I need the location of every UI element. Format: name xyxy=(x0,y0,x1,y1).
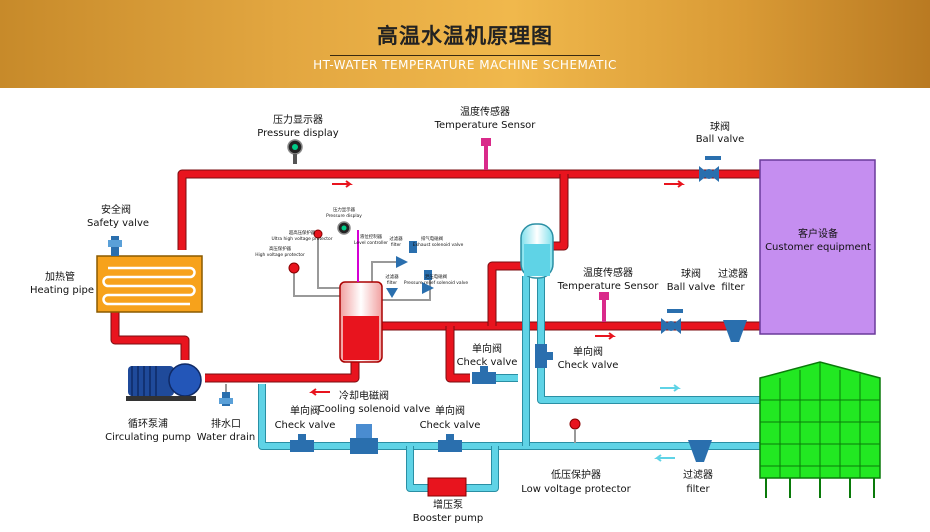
label-booster-pump-en: Booster pump xyxy=(413,513,483,524)
label-filter-low-en: filter xyxy=(686,484,710,495)
low-voltage-protector-icon xyxy=(569,418,581,443)
tank-instrument-labels: 压力显示器 Pressure display 超高压保护器 Ultra high… xyxy=(255,206,468,286)
tank-label-ultra-cn: 超高压保护器 xyxy=(289,229,316,236)
flow-arrows xyxy=(309,180,685,462)
label-check-valve-right-en: Check valve xyxy=(558,360,619,371)
tank-label-filter-lower-cn: 过滤器 xyxy=(385,273,399,280)
high-voltage-protector-icon xyxy=(288,262,300,274)
label-temp-sensor-mid-cn: 温度传感器 xyxy=(583,266,633,279)
label-check-valve-right-cn: 单向阀 xyxy=(573,345,603,358)
label-check-valve-low-right-cn: 单向阀 xyxy=(435,404,465,417)
pressure-display-gauge-icon xyxy=(287,139,303,164)
label-filter-mid-cn: 过滤器 xyxy=(718,267,748,280)
label-check-valve-low-left-en: Check valve xyxy=(275,420,336,431)
label-circulating-pump-en: Circulating pump xyxy=(105,432,191,443)
tank-label-pressure-en: Pressure display xyxy=(326,213,362,219)
booster-pump-icon xyxy=(427,477,467,497)
label-check-valve-low-right-en: Check valve xyxy=(420,420,481,431)
label-pressure-display-en: Pressure display xyxy=(257,128,338,139)
exhaust-solenoid-icon xyxy=(396,241,417,268)
label-temp-sensor-top-en: Temperature Sensor xyxy=(434,120,537,131)
water-drain-icon xyxy=(219,384,233,406)
label-cooling-solenoid-en: Cooling solenoid valve xyxy=(318,404,431,415)
ultra-high-protector-icon xyxy=(313,229,323,239)
tank-label-exhaust-cn: 排气电磁阀 xyxy=(421,235,443,242)
label-check-valve-mid-cn: 单向阀 xyxy=(472,342,502,355)
customer-equipment-box xyxy=(759,159,876,335)
label-ball-valve-top-cn: 球阀 xyxy=(710,120,730,133)
check-valve-mid-icon xyxy=(472,366,496,384)
tank-label-ultra-en: Ultra high voltage protector xyxy=(271,236,332,242)
ball-valve-top-icon xyxy=(699,156,721,182)
tank-label-exhaust-en: Exhaust solenoid valve xyxy=(413,242,464,248)
tank-filter-icon xyxy=(386,288,398,298)
label-cooling-solenoid-cn: 冷却电磁阀 xyxy=(339,389,389,402)
label-customer-equipment-cn: 客户设备 xyxy=(798,227,838,240)
hot-water-tank xyxy=(339,230,383,363)
check-valve-low-left-icon xyxy=(290,434,314,452)
label-temp-sensor-top-cn: 温度传感器 xyxy=(460,105,510,118)
tank-pressure-gauge-icon xyxy=(337,221,351,235)
ball-valve-mid-icon xyxy=(661,309,683,334)
label-ball-valve-top-en: Ball valve xyxy=(696,134,745,145)
cooling-tower xyxy=(759,361,881,498)
tank-label-relief-cn: 泄压电磁阀 xyxy=(425,273,447,280)
label-booster-pump-cn: 增压泵 xyxy=(433,498,463,511)
label-low-voltage-protector-en: Low voltage protector xyxy=(521,484,631,495)
cooling-solenoid-valve-icon xyxy=(350,424,378,454)
safety-valve-icon xyxy=(108,236,122,256)
circulating-pump-icon xyxy=(126,363,202,401)
temperature-sensor-icon xyxy=(481,138,491,170)
label-filter-low-cn: 过滤器 xyxy=(683,468,713,481)
title-divider xyxy=(330,55,600,56)
heating-pipe-unit xyxy=(96,255,203,313)
tank-label-filter-lower-en: filter xyxy=(387,280,397,286)
tank-label-high-en: High voltage protector xyxy=(255,252,305,258)
header-banner: 高温水温机原理图 HT-WATER TEMPERATURE MACHINE SC… xyxy=(0,0,930,88)
label-check-valve-low-left-cn: 单向阀 xyxy=(290,404,320,417)
tank-label-filter-cn: 过滤器 xyxy=(389,235,403,242)
cold-water-pipes xyxy=(258,276,760,492)
label-low-voltage-protector-cn: 低压保护器 xyxy=(551,468,601,481)
tank-label-relief-en: Pressure relief solenoid valve xyxy=(404,280,469,286)
tank-label-filter-en: filter xyxy=(391,242,401,248)
label-filter-mid-en: filter xyxy=(721,282,745,293)
filter-mid-icon xyxy=(723,320,747,342)
label-ball-valve-mid-en: Ball valve xyxy=(667,282,716,293)
check-valve-low-right-icon xyxy=(438,434,462,452)
pressure-relief-icon xyxy=(422,270,434,294)
label-ball-valve-mid-cn: 球阀 xyxy=(681,267,701,280)
label-temp-sensor-mid-en: Temperature Sensor xyxy=(557,281,660,292)
page-title: 高温水温机原理图 xyxy=(377,24,553,48)
instrument-lines xyxy=(293,232,431,301)
diagram-labels: 压力显示器 Pressure display 温度传感器 Temperature… xyxy=(30,105,871,524)
label-pressure-display-cn: 压力显示器 xyxy=(273,113,323,126)
label-check-valve-mid-en: Check valve xyxy=(457,357,518,368)
page-subtitle: HT-WATER TEMPERATURE MACHINE SCHEMATIC xyxy=(313,58,617,72)
label-safety-valve-en: Safety valve xyxy=(87,218,149,229)
filter-low-icon xyxy=(688,440,712,462)
tank-label-pressure-cn: 压力显示器 xyxy=(333,206,356,213)
hot-water-pipes xyxy=(110,169,760,383)
label-customer-equipment-en: Customer equipment xyxy=(765,242,871,253)
check-valve-right-icon xyxy=(535,344,553,368)
tank-label-high-cn: 高压保护器 xyxy=(269,245,292,252)
temperature-sensor-mid-icon xyxy=(599,292,609,322)
label-heating-pipe-cn: 加热管 xyxy=(45,270,75,283)
label-water-drain-cn: 排水口 xyxy=(211,417,241,430)
label-safety-valve-cn: 安全阀 xyxy=(101,203,131,216)
label-circulating-pump-cn: 循环泵浦 xyxy=(128,417,168,430)
label-water-drain-en: Water drain xyxy=(197,432,255,443)
label-heating-pipe-en: Heating pipe xyxy=(30,285,94,296)
tank-label-level-en: Level controller xyxy=(354,240,388,246)
expansion-tank xyxy=(520,223,554,279)
tank-label-level-cn: 液位控制器 xyxy=(360,233,383,240)
